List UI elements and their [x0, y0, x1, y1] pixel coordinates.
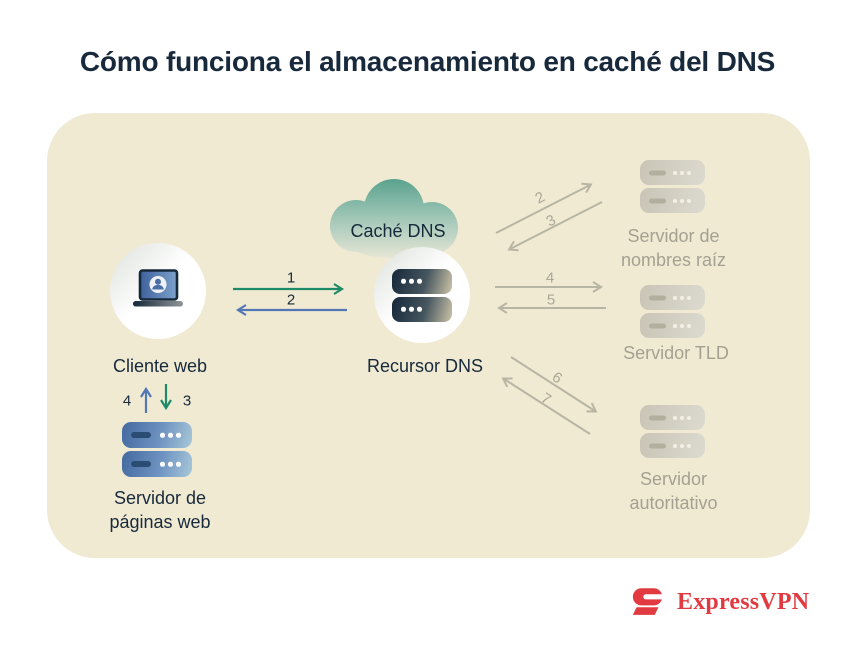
step-label-tld-query: 4 [545, 269, 555, 287]
root-server-label: Servidor de nombres raíz [620, 226, 727, 270]
web-client-label: Cliente web [112, 356, 208, 376]
page-title: Cómo funciona el almacenamiento en caché… [79, 46, 776, 77]
tld-server-label: Servidor TLD [623, 343, 729, 363]
expressvpn-logo-icon [632, 588, 668, 615]
authoritative-server-icon [640, 405, 705, 458]
step-label-client-response: 2 [286, 291, 296, 309]
web-pages-server-icon [122, 422, 192, 477]
brand-logo: ExpressVPN [630, 587, 809, 618]
root-server-icon [640, 160, 705, 213]
step-label-tld-response: 5 [546, 291, 556, 309]
step-label-web-query: 3 [182, 392, 192, 410]
dns-recursor-node [374, 247, 470, 343]
web-pages-server-label: Servidor de páginas web [109, 488, 211, 532]
step-label-client-query: 1 [286, 269, 296, 287]
authoritative-server-label: Servidor autoritativo [629, 469, 718, 513]
dns-cache-cloud [330, 179, 458, 258]
recursor-server-icon [392, 268, 452, 322]
laptop-icon [133, 269, 183, 307]
dns-recursor-label: Recursor DNS [366, 356, 484, 376]
expressvpn-wordmark: ExpressVPN [677, 589, 810, 615]
step-label-web-response: 4 [122, 392, 132, 410]
dns-cache-label: Caché DNS [350, 221, 446, 241]
web-client-node [110, 243, 206, 339]
tld-server-icon [640, 285, 705, 338]
